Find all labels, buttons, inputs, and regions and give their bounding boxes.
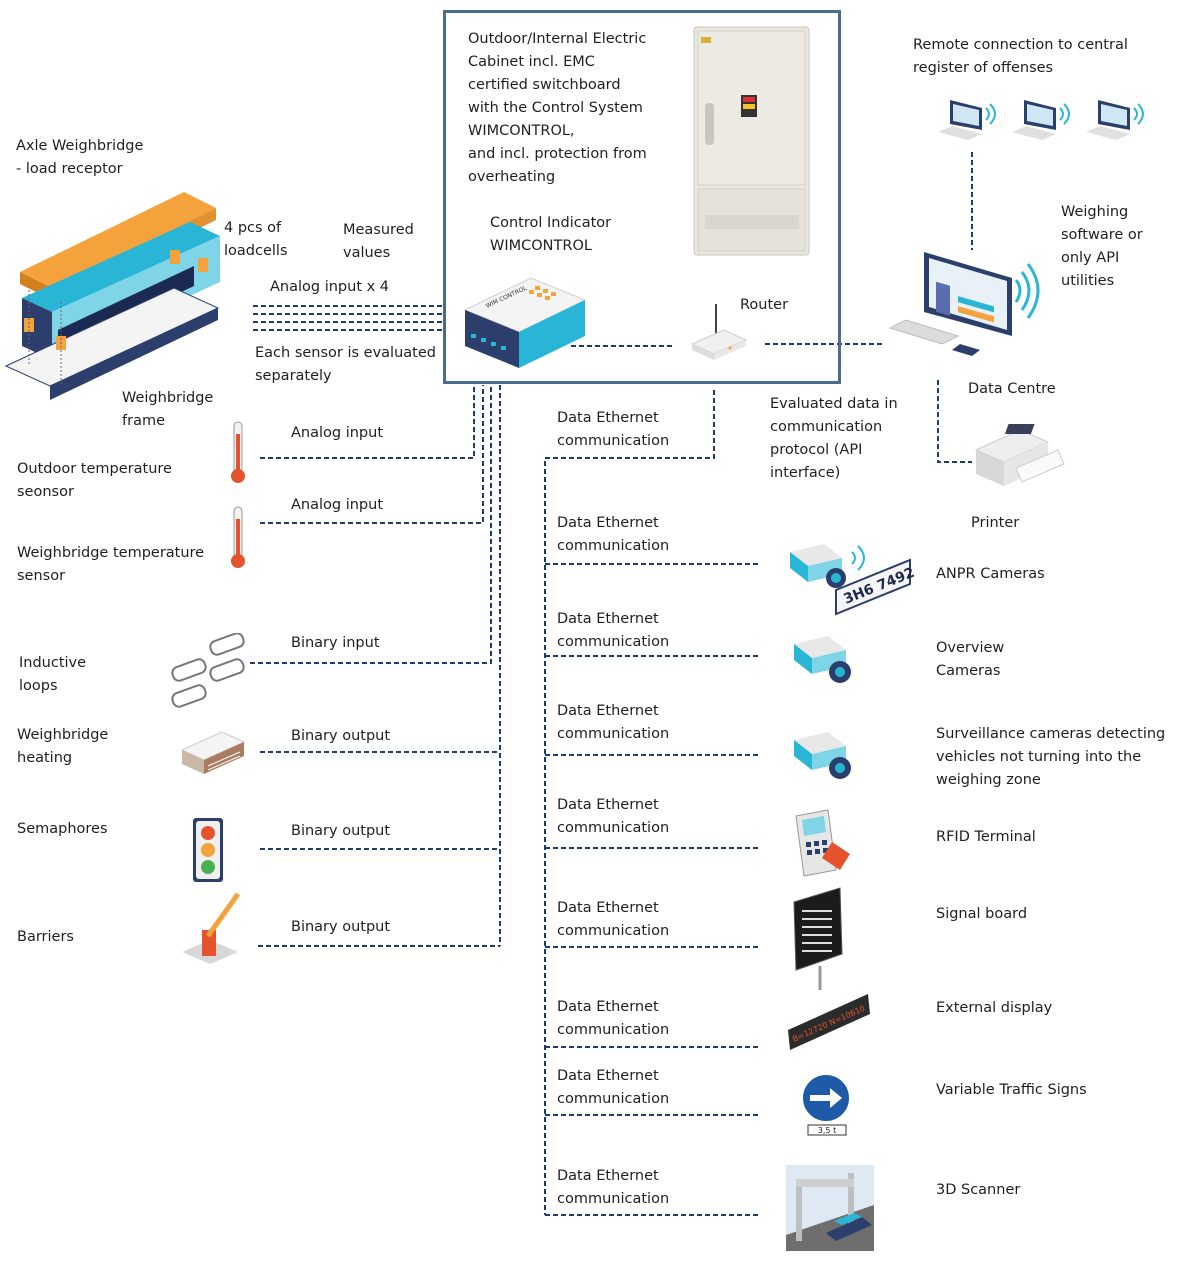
traffic-sign-icon: 3,5 t [801, 1073, 851, 1136]
ethernet-label-signal-board: Data Ethernet communication [557, 900, 670, 939]
traffic-signs-label: Variable Traffic Signs [936, 1082, 1087, 1098]
wire-datacentre-printer [937, 380, 972, 463]
scanner-icon [786, 1165, 874, 1251]
electric-cabinet-icon [693, 26, 810, 256]
loadcells-label: 4 pcs of loadcells [224, 220, 288, 259]
ethernet-label-router: Data Ethernet communication [557, 410, 670, 449]
router-icon [690, 304, 748, 360]
scanner-label: 3D Scanner [936, 1182, 1021, 1198]
outdoor-temp-label: Outdoor temperature seonsor [17, 461, 172, 500]
surveillance-camera-icon [794, 732, 851, 779]
printer-label: Printer [971, 515, 1020, 531]
barriers-label: Barriers [17, 929, 74, 945]
printer-icon [974, 424, 1065, 486]
inductive-loops-icon [171, 633, 245, 708]
ethernet-label-overview: Data Ethernet communication [557, 611, 670, 650]
rfid-label: RFID Terminal [936, 829, 1036, 845]
axle-weighbridge-icon [4, 192, 220, 400]
binary-output-label-2: Binary output [291, 823, 391, 839]
binary-output-label-1: Binary output [291, 728, 391, 744]
control-indicator-label: Control Indicator WIMCONTROL [490, 215, 612, 254]
surveillance-label: Surveillance cameras detecting vehicles … [936, 726, 1166, 788]
ethernet-label-surveillance: Data Ethernet communication [557, 703, 670, 742]
weighbridge-heating-label: Weighbridge heating [17, 727, 109, 766]
measured-values-label: Measured values [343, 222, 414, 261]
each-sensor-label: Each sensor is evaluated separately [255, 345, 436, 384]
inductive-loops-label: Inductive loops [19, 655, 87, 694]
outdoor-thermometer-icon [231, 421, 245, 483]
cabinet-frame [443, 10, 841, 384]
axle-weighbridge-label: Axle Weighbridge - load receptor [16, 138, 144, 177]
router-label: Router [740, 297, 789, 313]
analog-input-x4-label: Analog input x 4 [270, 279, 390, 295]
ethernet-label-traffic-signs: Data Ethernet communication [557, 1068, 670, 1107]
signal-board-icon [793, 887, 843, 990]
sign-weight-text: 3,5 t [818, 1126, 836, 1135]
anpr-camera-icon: 3H6 7492 [790, 544, 916, 616]
overview-camera-icon [794, 636, 851, 683]
ethernet-label-anpr: Data Ethernet communication [557, 515, 670, 554]
weighbridge-frame-label: Weighbridge frame [122, 390, 214, 429]
weighbridge-temp-label: Weighbridge temperature sensor [17, 545, 205, 584]
data-centre-computer-icon [888, 252, 1040, 356]
weighbridge-thermometer-icon [231, 506, 245, 568]
evaluated-data-label: Evaluated data in communication protocol… [770, 396, 898, 481]
wire-ethernet-trunk [544, 390, 715, 1215]
weighing-software-label: Weighing software or only API utilities [1061, 204, 1143, 289]
ethernet-label-external-display: Data Ethernet communication [557, 999, 670, 1038]
binary-output-label-3: Binary output [291, 919, 391, 935]
remote-computers-icon [938, 100, 1144, 140]
anpr-label: ANPR Cameras [936, 566, 1045, 582]
analog-input-label-2: Analog input [291, 497, 384, 513]
overview-label: Overview Cameras [936, 640, 1005, 679]
signal-board-label: Signal board [936, 906, 1028, 922]
data-centre-label: Data Centre [968, 381, 1056, 397]
rfid-terminal-icon [795, 809, 850, 877]
ethernet-label-rfid: Data Ethernet communication [557, 797, 670, 836]
heating-icon [180, 731, 246, 774]
wire-inductive-loops [250, 385, 492, 664]
wire-weighbridge-temp [260, 385, 484, 524]
barrier-icon [182, 892, 241, 964]
control-indicator-icon: WIM CONTROL [463, 277, 587, 368]
cabinet-description: Outdoor/Internal Electric Cabinet incl. … [468, 31, 647, 185]
ethernet-label-scanner: Data Ethernet communication [557, 1168, 670, 1207]
binary-input-label: Binary input [291, 635, 380, 651]
external-display-label: External display [936, 1000, 1053, 1016]
external-display-icon: B=12720 N=10610 [788, 994, 870, 1050]
remote-connection-label: Remote connection to central register of… [913, 37, 1128, 76]
analog-input-label-1: Analog input [291, 425, 384, 441]
semaphore-icon [193, 818, 223, 882]
semaphores-label: Semaphores [17, 821, 108, 837]
